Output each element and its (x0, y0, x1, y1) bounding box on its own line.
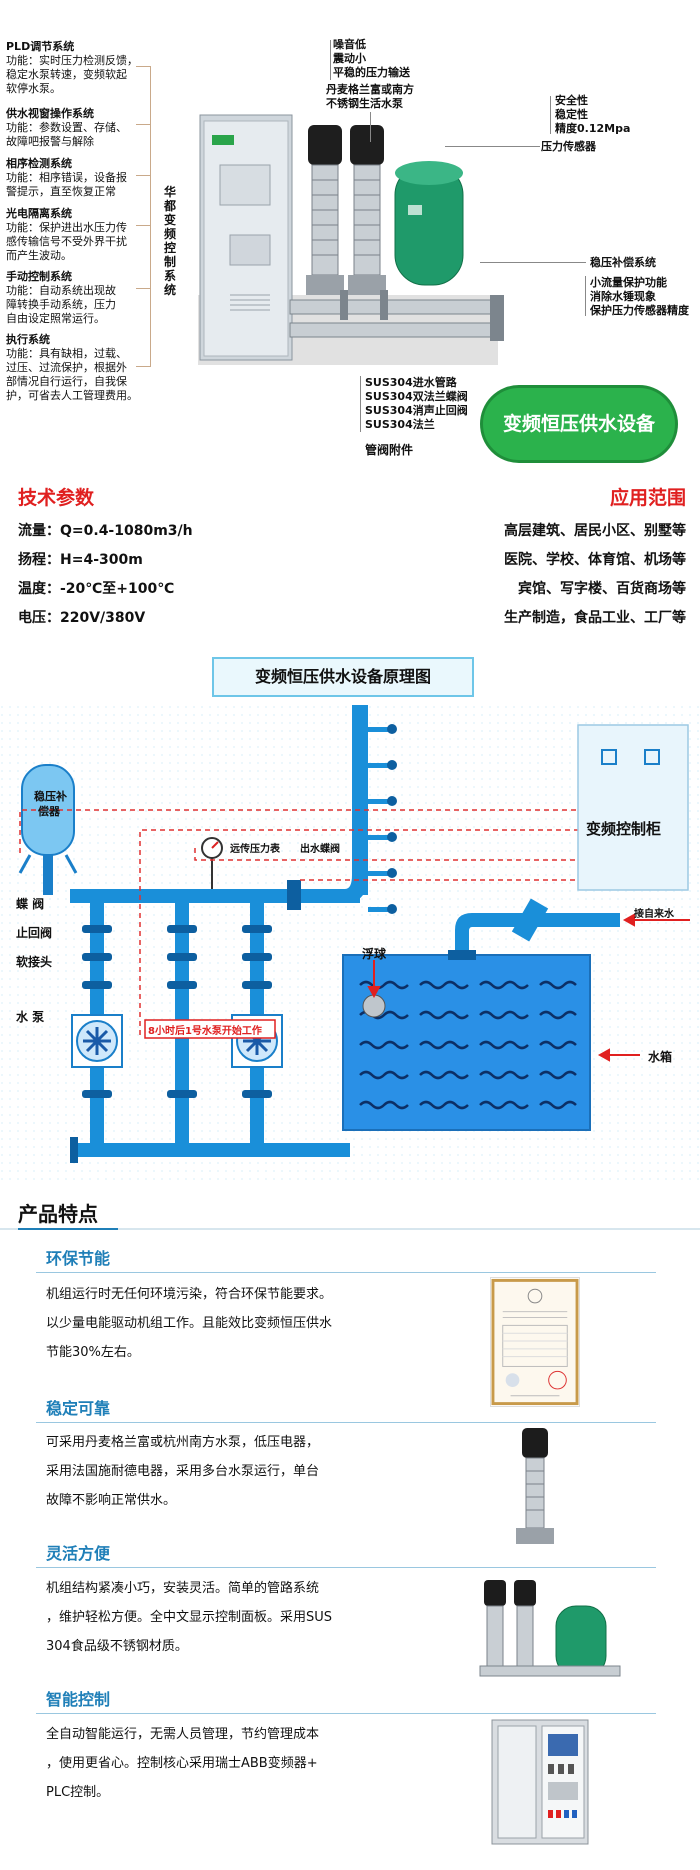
applications-title: 应用范围 (609, 487, 686, 509)
bracket-tick (136, 124, 151, 125)
tank-feature-bracket (585, 276, 586, 316)
cabinet-label: 变频控制柜 (586, 820, 662, 838)
butterfly-valve-label: 蝶 阀 (16, 897, 45, 911)
single-pump-image (516, 1428, 554, 1544)
bracket-tick (136, 225, 151, 226)
feature-rule (36, 1713, 656, 1714)
inlet-label: 接自来水 (634, 909, 674, 920)
sensor-pointer (445, 146, 540, 147)
pump-pointer (370, 112, 371, 142)
control-cabinet-image (491, 1719, 589, 1845)
feature-title-smart: 智能控制 (46, 1690, 111, 1709)
equipment-drawing (198, 114, 504, 365)
features-divider-accent (18, 1228, 118, 1230)
feature-title-eco: 环保节能 (46, 1249, 111, 1268)
callout-phase: 相序检测系统 功能：相序错误，设备报 警提示，直至恢复正常 (6, 157, 127, 198)
diagram-title: 变频恒压供水设备原理图 (212, 657, 474, 697)
pipe-bracket (360, 376, 361, 432)
certificate-image (490, 1277, 580, 1407)
feature-text-smart: 全自动智能运行，无需人员管理，节约管理成本 ，使用更省心。控制核心采用瑞士ABB… (46, 1727, 320, 1800)
spec-voltage: 电压：220V/380V (18, 610, 146, 626)
bracket-tick (136, 366, 151, 367)
callout-exec: 执行系统 功能：具有缺相，过载、 过压、过流保护，根据外 部情况自行运行，自我保… (6, 333, 138, 402)
features-heading: 产品特点 (18, 1202, 98, 1226)
feature-rule (36, 1567, 656, 1568)
application-item: 生产制造，食品工业、工厂等 (504, 610, 686, 626)
pump-label: 水 泵 (16, 1010, 45, 1024)
bracket-line (150, 66, 151, 366)
pump-start-note: 8小时后1号水泵开始工作 (148, 1026, 262, 1037)
pump-features: 噪音低 震动小 平稳的压力输送 (333, 38, 410, 79)
tank-small-label-1: 稳压补 (34, 790, 67, 803)
pump-set-image (479, 1580, 621, 1677)
soft-joint-label: 软接头 (16, 955, 53, 969)
sensor-bracket (550, 96, 551, 134)
principle-diagram (0, 705, 700, 1185)
pipe-label: 管阀附件 (365, 443, 414, 457)
sensor-label: 压力传感器 (541, 140, 596, 153)
application-item: 宾馆、写字楼、百货商场等 (518, 581, 686, 597)
feature-text-reliable: 可采用丹麦格兰富或杭州南方水泵，低压电器， 采用法国施耐德电器，采用多台水泵运行… (46, 1435, 320, 1508)
product-illustration: PLD调节系统 功能：实时压力检测反馈， 稳定水泵转速，变频软起 软停水泵。 供… (0, 0, 700, 470)
tank-small-label-2: 偿器 (38, 805, 60, 818)
bracket-tick (136, 288, 151, 289)
callout-isolation: 光电隔离系统 功能：保护进出水压力传 感传输信号不受外界干扰 而产生波动。 (6, 207, 127, 262)
spec-flow: 流量：Q=0.4-1080m3/h (18, 523, 193, 539)
outlet-valve-label: 出水蝶阀 (300, 844, 340, 855)
specs-title: 技术参数 (18, 487, 95, 509)
check-valve-label: 止回阀 (16, 926, 53, 940)
float-label: 浮球 (362, 947, 387, 961)
feature-text-flexible: 机组结构紧凑小巧，安装灵活。简单的管路系统 ，维护轻松方便。全中文显示控制面板。… (46, 1581, 333, 1654)
pipe-items: SUS304进水管路 SUS304双法兰蝶阀 SUS304消声止回阀 SUS30… (365, 376, 468, 431)
tank-pointer (480, 262, 586, 263)
water-tank-label: 水箱 (648, 1050, 673, 1064)
gauge-label: 远传压力表 (230, 844, 280, 855)
features-divider (0, 1228, 700, 1230)
pump-feature-bracket (330, 40, 331, 80)
feature-text-eco: 机组运行时无任何环境污染，符合环保节能要求。 以少量电能驱动机组工作。且能效比变… (46, 1287, 333, 1360)
sensor-features: 安全性 稳定性 精度0.12Mpa (555, 94, 631, 135)
bracket-tick (136, 66, 151, 67)
callout-window: 供水视窗操作系统 功能：参数设置、存储、 故障吧报警与解除 (6, 107, 127, 148)
spec-head: 扬程：H=4-300m (18, 552, 143, 568)
bracket-tick (136, 175, 151, 176)
spec-temperature: 温度：-20℃至+100℃ (18, 581, 175, 597)
vertical-system-label: 华都变频控制系统 (163, 185, 176, 297)
application-item: 医院、学校、体育馆、机场等 (504, 552, 686, 568)
pump-brand: 丹麦格兰富或南方 不锈钢生活水泵 (326, 83, 414, 110)
tank-label: 稳压补偿系统 (590, 256, 656, 269)
feature-title-flexible: 灵活方便 (46, 1544, 111, 1563)
application-item: 高层建筑、居民小区、别墅等 (504, 523, 686, 539)
feature-rule (36, 1422, 656, 1423)
product-name-bubble: 变频恒压供水设备 (480, 385, 678, 463)
tank-features: 小流量保护功能 消除水锤现象 保护压力传感器精度 (590, 276, 689, 317)
feature-title-reliable: 稳定可靠 (46, 1399, 111, 1418)
feature-rule (36, 1272, 656, 1273)
callout-pld: PLD调节系统 功能：实时压力检测反馈， 稳定水泵转速，变频软起 软停水泵。 (6, 40, 138, 95)
callout-manual: 手动控制系统 功能：自动系统出现故 障转换手动系统，压力 自由设定照常运行。 (6, 270, 116, 325)
